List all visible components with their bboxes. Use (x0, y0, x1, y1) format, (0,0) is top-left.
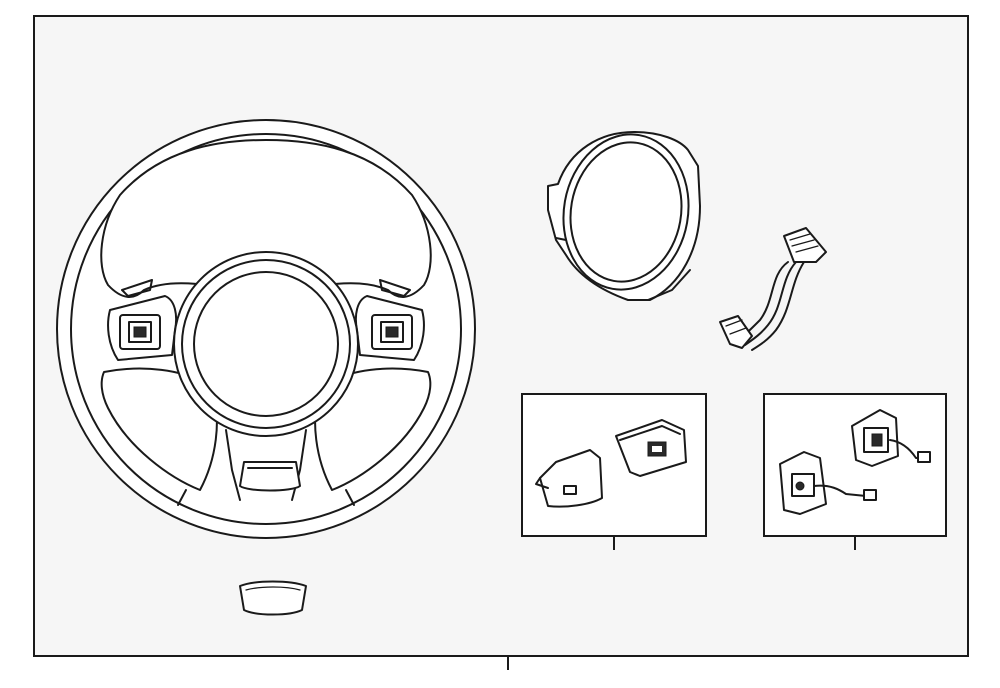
right-switch-cluster-icon (371, 314, 413, 350)
bottom-trim-plate-icon (239, 461, 301, 492)
switch-modules-inset (763, 393, 947, 550)
wheel-cover-ring (547, 131, 701, 301)
wiring-harness (719, 227, 827, 351)
paddle-plus-icon (615, 419, 687, 477)
switch-module-left-icon (779, 451, 877, 515)
harness-connector-top-icon (783, 227, 827, 263)
paddle-minus-icon (535, 449, 603, 508)
harness-connector-bottom-icon (719, 315, 753, 349)
switch-module-right-icon (851, 409, 931, 467)
steering-wheel (56, 119, 476, 539)
left-switch-cluster-icon (119, 314, 161, 350)
emblem-badge (239, 580, 307, 616)
paddle-shifters-inset (521, 393, 707, 550)
